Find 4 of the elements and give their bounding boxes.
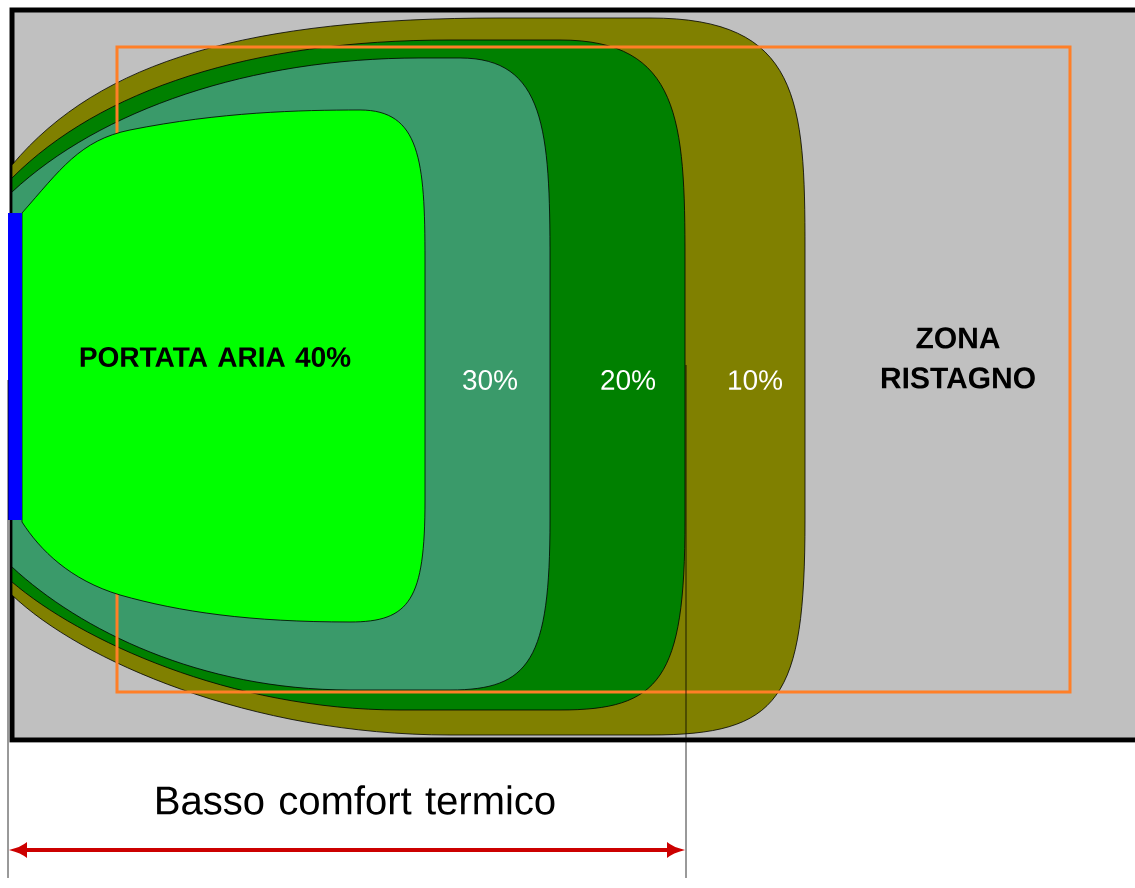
airflow-zone: PORTATA ARIA 40%	[21, 109, 426, 623]
diffuser-bar	[8, 213, 22, 520]
dimension-label: Basso comfort termico	[157, 785, 555, 815]
zone-label: ZONA RISTAGNO	[881, 327, 1035, 389]
